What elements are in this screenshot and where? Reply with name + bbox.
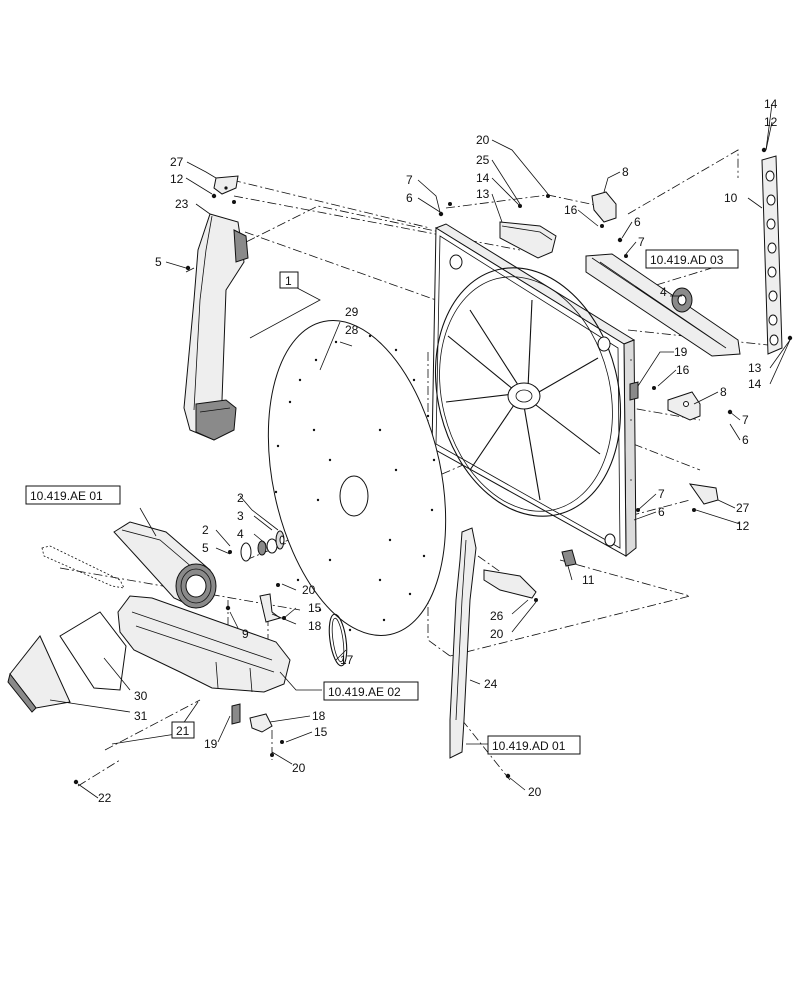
reference-box-ae01: 10.419.AE 01 xyxy=(25,485,121,505)
part-screen-panel xyxy=(585,253,741,357)
fan-spokes xyxy=(445,299,601,501)
reference-box-ad03: 10.419.AD 03 xyxy=(645,249,739,269)
part-bearing-stack xyxy=(240,530,285,562)
reference-box-ae02: 10.419.AE 02 xyxy=(323,681,419,701)
reference-ae01: 10.419.AE 01 xyxy=(30,489,103,503)
reference-ad01: 10.419.AD 01 xyxy=(492,739,566,753)
callout-12b: 12 xyxy=(764,115,778,129)
callout-19b: 19 xyxy=(204,737,218,751)
callout-16b: 16 xyxy=(676,363,690,377)
part-18-lower-bracket xyxy=(249,713,273,733)
callout-13b: 13 xyxy=(748,361,762,375)
part-19-lower-clip xyxy=(231,703,241,725)
part-gearbox-housing xyxy=(113,521,217,609)
callout-20a: 20 xyxy=(476,133,490,147)
fan-frame-assembly xyxy=(431,223,637,558)
part-17-belt xyxy=(328,613,348,667)
callout-29: 29 xyxy=(345,305,359,319)
callout-27b: 27 xyxy=(736,501,750,515)
part-26-bracket xyxy=(483,569,537,599)
callout-7a: 7 xyxy=(406,173,413,187)
part-29-fan-disc xyxy=(267,320,447,636)
reference-box-ad01: 10.419.AD 01 xyxy=(487,735,581,755)
callout-23: 23 xyxy=(175,197,189,211)
callout-11: 11 xyxy=(582,573,595,587)
callout-7b: 7 xyxy=(638,235,645,249)
boxed-callout-1: 1 xyxy=(279,271,299,289)
callout-20c: 20 xyxy=(528,785,542,799)
callout-24: 24 xyxy=(484,677,498,691)
reference-ad03: 10.419.AD 03 xyxy=(650,253,724,267)
callout-7d: 7 xyxy=(658,487,665,501)
callout-20d: 20 xyxy=(302,583,316,597)
part-4-right-bearing xyxy=(671,287,693,313)
callout-14a: 14 xyxy=(476,171,490,185)
callout-15b: 15 xyxy=(314,725,328,739)
part-18-upper-bracket xyxy=(259,593,282,623)
part-11-clip xyxy=(561,549,577,567)
callout-22: 22 xyxy=(98,791,112,805)
callout-17: 17 xyxy=(340,653,354,667)
callout-21: 21 xyxy=(176,724,190,738)
callout-7c: 7 xyxy=(742,413,749,427)
callout-10: 10 xyxy=(724,191,738,205)
callout-6d: 6 xyxy=(658,505,665,519)
part-19-right-clip xyxy=(629,381,639,401)
callout-14b: 14 xyxy=(764,97,778,111)
part-30-shield xyxy=(59,611,127,691)
callout-16a: 16 xyxy=(564,203,578,217)
callout-18b: 18 xyxy=(312,709,326,723)
callout-5a: 5 xyxy=(155,255,162,269)
callout-19a: 19 xyxy=(674,345,688,359)
callout-8a: 8 xyxy=(622,165,629,179)
part-24-vertical-seal xyxy=(449,527,477,759)
part-27-lower-bracket xyxy=(688,483,719,505)
callout-26: 26 xyxy=(490,609,504,623)
callout-2a: 2 xyxy=(237,491,244,505)
callout-5b: 5 xyxy=(202,541,209,555)
callout-2b: 2 xyxy=(202,523,209,537)
callout-4b: 4 xyxy=(237,527,244,541)
callout-20b: 20 xyxy=(490,627,504,641)
part-27-upper-bracket xyxy=(213,175,239,195)
callout-13a: 13 xyxy=(476,187,490,201)
callout-15a: 15 xyxy=(308,601,322,615)
callout-9: 9 xyxy=(242,627,249,641)
part-10-vertical-strip xyxy=(761,155,783,355)
callout-31: 31 xyxy=(134,709,148,723)
callout-8b: 8 xyxy=(720,385,727,399)
callout-1: 1 xyxy=(285,274,292,288)
callout-28: 28 xyxy=(345,323,359,337)
part-chain xyxy=(41,545,125,589)
callout-27a: 27 xyxy=(170,155,184,169)
boxed-callout-21: 21 xyxy=(171,721,195,739)
part-8-lower-bracket xyxy=(667,391,701,421)
callout-6c: 6 xyxy=(742,433,749,447)
callout-14c: 14 xyxy=(748,377,762,391)
callout-numbers: 27 12 23 5 7 6 20 25 14 13 8 16 6 7 4 10… xyxy=(98,97,778,805)
callout-18a: 18 xyxy=(308,619,322,633)
callout-6b: 6 xyxy=(634,215,641,229)
callout-6a: 6 xyxy=(406,191,413,205)
callout-25: 25 xyxy=(476,153,490,167)
callout-20e: 20 xyxy=(292,761,306,775)
callout-4a: 4 xyxy=(660,285,667,299)
callout-12a: 12 xyxy=(170,172,184,186)
disc-rivets xyxy=(274,334,436,632)
reference-ae02: 10.419.AE 02 xyxy=(328,685,401,699)
callout-12c: 12 xyxy=(736,519,750,533)
part-belt-guard xyxy=(117,595,291,693)
callout-30: 30 xyxy=(134,689,148,703)
part-31-shield xyxy=(7,635,71,713)
leader-lines xyxy=(49,103,791,799)
part-8-upper-bracket xyxy=(591,191,617,223)
callout-3: 3 xyxy=(237,509,244,523)
part-25-top-bracket xyxy=(499,221,557,259)
part-23-left-shroud xyxy=(183,213,249,441)
